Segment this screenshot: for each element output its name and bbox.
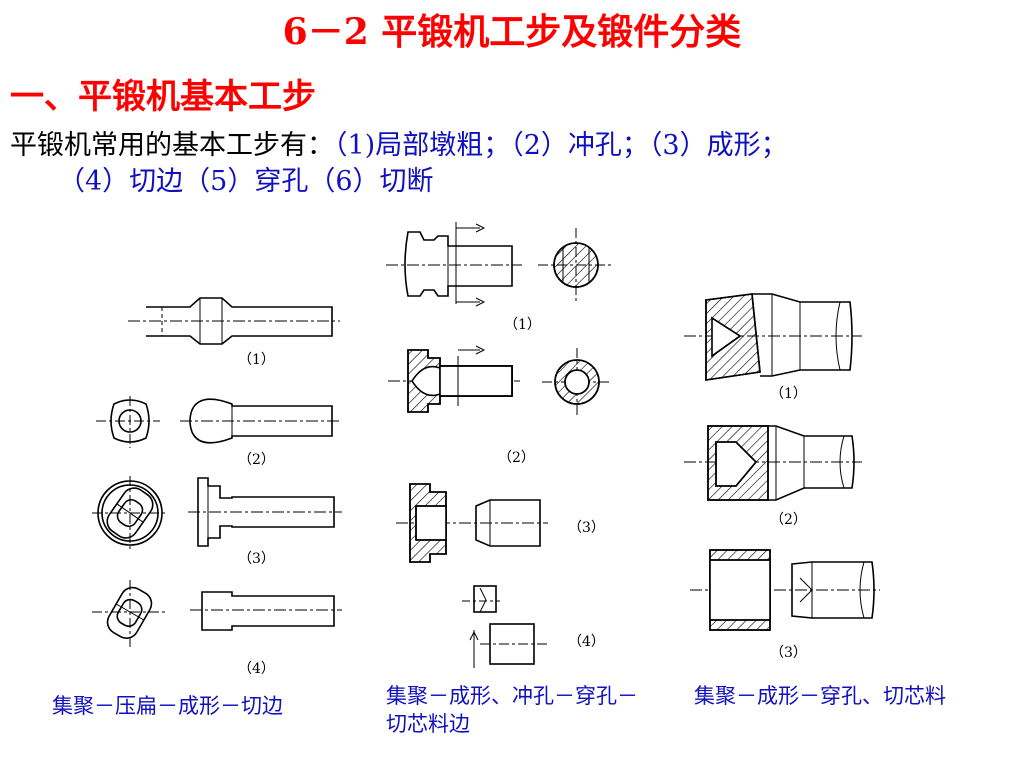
middle-label-1: （1） <box>504 317 541 333</box>
right-step-3-piercing <box>690 549 880 631</box>
middle-label-2: （2） <box>498 450 535 466</box>
caption-left: 集聚－压扁－成形－切边 <box>52 694 283 718</box>
left-label-4: （4） <box>238 661 275 677</box>
caption-middle: 集聚－成形、冲孔－穿孔－切芯料边 <box>386 684 638 736</box>
left-label-2: （2） <box>238 452 275 468</box>
right-label-3: （3） <box>770 645 807 661</box>
intro-lead: 平锻机常用的基本工步有： <box>10 130 334 161</box>
right-label-2: （2） <box>770 512 807 528</box>
intro-steps-line1: （1)局部墩粗；（2）冲孔；（3）成形； <box>334 130 788 161</box>
intro-steps-line2: （4）切边（5）穿孔（6）切断 <box>58 166 434 197</box>
left-label-3: （3） <box>238 551 275 567</box>
left-step-3-forming <box>92 476 342 550</box>
section-heading: 一、平锻机基本工步 <box>10 77 316 117</box>
left-step-4-trimming <box>92 580 342 648</box>
left-step-2-flattening <box>96 396 340 448</box>
middle-step-2-piercing <box>388 345 612 416</box>
middle-step-4-cutting <box>462 585 548 668</box>
middle-label-3: （3） <box>568 520 605 536</box>
right-step-2-forming <box>684 425 862 501</box>
page-title: 6－2 平锻机工步及锻件分类 <box>282 11 742 53</box>
right-step-1-gathering <box>684 293 862 381</box>
caption-right: 集聚－成形－穿孔、切芯料 <box>694 684 946 708</box>
left-label-1: （1） <box>238 352 275 368</box>
middle-step-3-forming <box>396 483 548 563</box>
middle-step-1-gathering <box>386 222 614 307</box>
left-step-1-upsetting <box>128 297 340 345</box>
intro-paragraph: 平锻机常用的基本工步有：（1)局部墩粗；（2）冲孔；（3）成形； （4）切边（5… <box>10 128 1020 200</box>
right-label-1: （1） <box>770 386 807 402</box>
middle-label-4: （4） <box>568 634 605 650</box>
